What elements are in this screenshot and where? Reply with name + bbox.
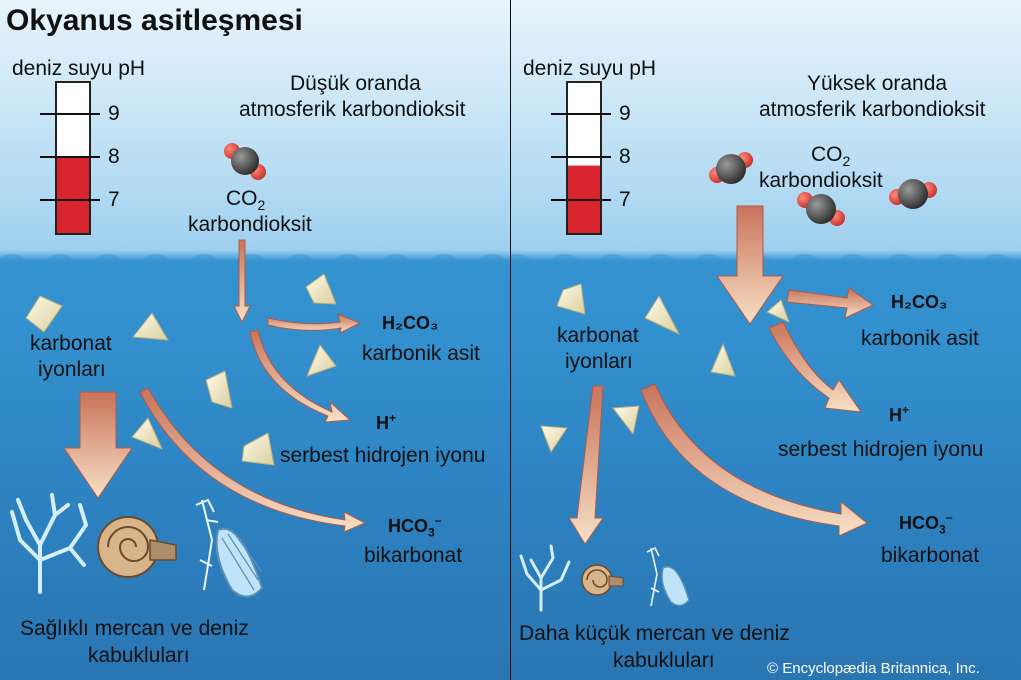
hydrogen-ion-formula: H+ (376, 411, 397, 433)
result-label-line1: Sağlıklı mercan ve deniz (20, 617, 249, 640)
right-panel-graphics (511, 81, 1021, 680)
co2-molecule (889, 179, 937, 209)
bicarbonate-subscript: 3 (428, 525, 435, 540)
pteropod-icon (646, 546, 660, 607)
ph-tick-9: 9 (108, 102, 120, 125)
carbonic-acid-formula: H₂CO₃ (382, 313, 439, 333)
coral-icon (519, 544, 571, 612)
hydrogen-ion-charge: + (902, 403, 910, 417)
high-co2-panel: deniz suyu pH 9 8 7 Yüksek oranda atmosf… (511, 0, 1021, 680)
atmosphere-label-line2: atmosferik karbondioksit (759, 98, 986, 121)
carbonic-acid-name: karbonik asit (362, 342, 480, 365)
bicarbonate-formula: HCO3− (899, 511, 953, 537)
ph-tick-7: 7 (108, 188, 120, 211)
bicarbonate-charge: − (945, 511, 953, 525)
co2-absorption-arrow (716, 205, 784, 325)
ph-tick-8: 8 (108, 145, 120, 168)
ph-thermometer (40, 81, 100, 235)
co2-absorption-arrow (233, 239, 251, 324)
bicarbonate-name: bikarbonat (364, 544, 463, 567)
to-carbonic-acid-arrow (786, 287, 874, 319)
hydrogen-ion-name: serbest hidrojen iyonu (778, 438, 984, 461)
atmosphere-label-line1: Düşük oranda (290, 72, 421, 95)
to-hydrogen-ion-arrow (768, 321, 863, 413)
carbonate-label-line2: iyonları (565, 350, 633, 373)
carbonate-ions (25, 273, 337, 466)
ph-tick-8: 8 (619, 145, 631, 168)
hydrogen-ion-formula: H+ (889, 403, 910, 425)
result-label-line2: kabukluları (88, 644, 190, 667)
ph-label: deniz suyu pH (12, 57, 146, 80)
carbonate-label-line1: karbonat (557, 324, 639, 347)
atmosphere-label-line1: Yüksek oranda (807, 72, 948, 95)
to-shells-arrow (568, 385, 604, 545)
co2-name: karbondioksit (759, 169, 883, 192)
carbonate-ions (540, 283, 790, 454)
ph-tick-7: 7 (619, 188, 631, 211)
page-title: Okyanus asitleşmesi (6, 4, 303, 37)
co2-formula: CO2 (226, 187, 266, 214)
reaction-arrows (568, 205, 874, 545)
hydrogen-ion-name: serbest hidrojen iyonu (280, 444, 486, 467)
to-carbonic-acid-arrow (267, 313, 362, 334)
coral-icon (10, 493, 88, 594)
carbonate-label-line2: iyonları (38, 358, 106, 381)
nautilus-shell-icon (97, 516, 177, 578)
ph-thermometer (551, 81, 611, 235)
co2-name: karbondioksit (188, 213, 312, 236)
co2-subscript: 2 (257, 197, 266, 214)
low-co2-panel: Okyanus asitleşmesi deniz suyu pH 9 8 7 … (0, 0, 510, 680)
clam-shell-icon (661, 566, 690, 607)
result-label-line1: Daha küçük mercan ve deniz (519, 622, 790, 645)
atmosphere-label-line2: atmosferik karbondioksit (239, 98, 466, 121)
carbonic-acid-name: karbonik asit (861, 327, 979, 350)
bicarbonate-formula: HCO3− (388, 514, 442, 540)
to-bicarbonate-arrow (139, 387, 367, 533)
ph-level-fill (57, 157, 89, 233)
co2-formula: CO2 (811, 143, 851, 170)
result-label-line2: kabukluları (613, 649, 715, 672)
to-hydrogen-ion-arrow (249, 329, 352, 423)
nautilus-shell-icon (581, 564, 624, 596)
hydrogen-ion-charge: + (389, 411, 397, 425)
ph-label: deniz suyu pH (523, 57, 657, 80)
co2-subscript: 2 (842, 153, 851, 170)
clam-shell-icon (215, 527, 264, 598)
sea-surface-wave (511, 254, 1021, 680)
left-panel-graphics (0, 81, 510, 680)
to-bicarbonate-arrow (640, 383, 868, 537)
bicarbonate-name: bikarbonat (881, 544, 980, 567)
bicarbonate-subscript: 3 (939, 522, 946, 537)
co2-molecule (709, 152, 753, 184)
co2-molecule (224, 143, 266, 180)
pteropod-icon (195, 498, 219, 591)
to-shells-arrow (63, 391, 133, 499)
reaction-arrows (63, 239, 367, 533)
carbonic-acid-formula: H₂CO₃ (891, 292, 948, 312)
co2-molecule (797, 192, 845, 226)
carbonate-label-line1: karbonat (30, 332, 112, 355)
ph-tick-9: 9 (619, 102, 631, 125)
copyright-credit: © Encyclopædia Britannica, Inc. (767, 660, 980, 677)
bicarbonate-charge: − (434, 514, 442, 528)
